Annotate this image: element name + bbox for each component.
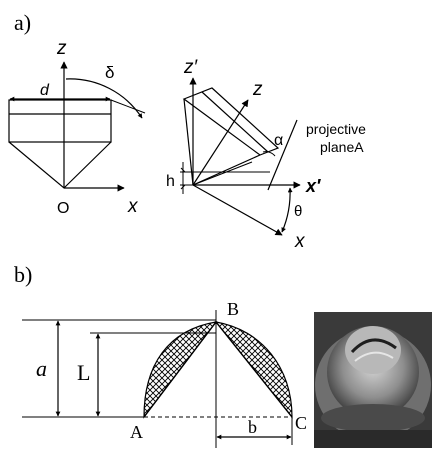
left-cone: [8, 141, 112, 189]
right-z-label: z: [252, 79, 263, 100]
dimension-a-label: a: [36, 356, 47, 381]
projective-plane-line: [267, 119, 298, 191]
left-d-label: d: [40, 82, 50, 99]
left-origin-label: O: [57, 200, 69, 217]
point-A-label: A: [130, 422, 143, 442]
point-C-label: C: [295, 413, 307, 433]
point-B-label: B: [227, 299, 239, 319]
left-cylinder: [8, 99, 112, 143]
plane-label-line1: projective: [306, 121, 366, 137]
right-zprime-label: z′: [183, 57, 199, 78]
panel-a-label: a): [14, 10, 31, 35]
left-diagram: [8, 61, 146, 192]
dimension-L-label: L: [77, 360, 90, 385]
right-x-label: x: [294, 231, 306, 252]
profile-diagram: [22, 310, 293, 448]
right-z-axis: [192, 99, 249, 186]
right-alpha-label: α: [274, 132, 283, 149]
right-theta-arc: [281, 187, 293, 233]
right-theta-label: θ: [294, 203, 302, 220]
right-xprime-label: x′: [305, 176, 321, 196]
plane-label-line2: planeA: [320, 139, 364, 155]
right-x-axis: [192, 184, 283, 236]
left-z-label: z: [56, 38, 67, 59]
right-cone-body: [182, 87, 280, 156]
right-alpha-arc: [262, 151, 276, 157]
specimen-photo: [314, 312, 432, 448]
right-diagram: [180, 77, 301, 236]
dimension-b-label: b: [248, 417, 257, 437]
left-delta-label: δ: [105, 63, 114, 82]
panel-b-label: b): [14, 262, 32, 287]
right-h-label: h: [166, 173, 175, 190]
left-x-label: x: [127, 196, 139, 217]
